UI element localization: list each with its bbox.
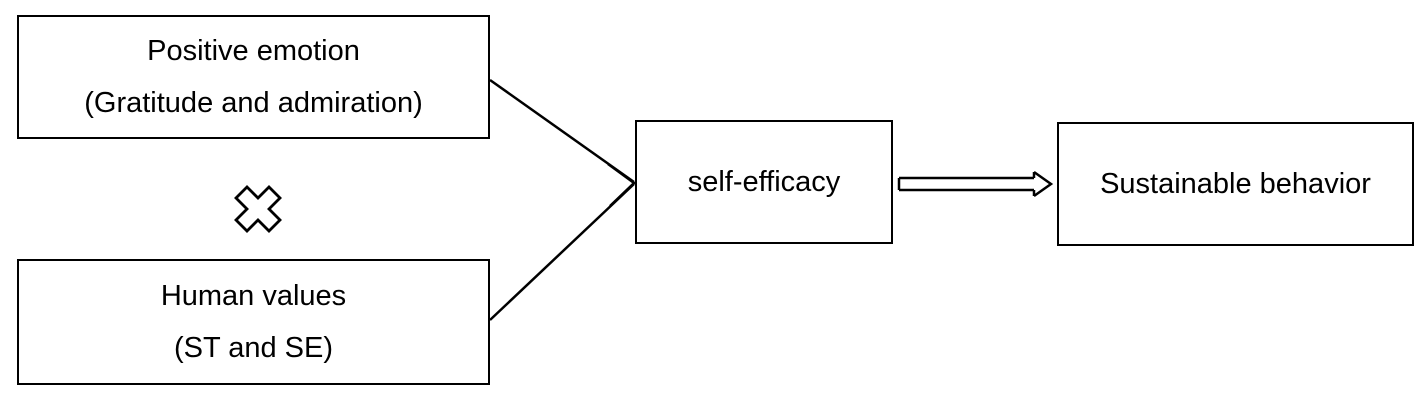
node-self-efficacy-label: self-efficacy bbox=[687, 166, 841, 198]
node-human-values: Human values (ST and SE) bbox=[17, 259, 490, 385]
node-sustainable-behavior-label: Sustainable behavior bbox=[1100, 168, 1371, 200]
edge-efficacy-to-behavior bbox=[897, 170, 1054, 198]
edge-values-to-efficacy bbox=[489, 183, 635, 321]
node-sustainable-behavior: Sustainable behavior bbox=[1057, 122, 1414, 246]
node-positive-emotion-title: Positive emotion bbox=[147, 35, 360, 67]
node-positive-emotion-subtitle: (Gratitude and admiration) bbox=[84, 87, 423, 119]
node-human-values-title: Human values bbox=[160, 280, 347, 312]
cross-icon bbox=[234, 185, 282, 233]
node-positive-emotion: Positive emotion (Gratitude and admirati… bbox=[17, 15, 490, 139]
node-human-values-subtitle: (ST and SE) bbox=[173, 332, 334, 364]
edge-arrowhead bbox=[607, 162, 636, 207]
node-self-efficacy: self-efficacy bbox=[635, 120, 893, 244]
